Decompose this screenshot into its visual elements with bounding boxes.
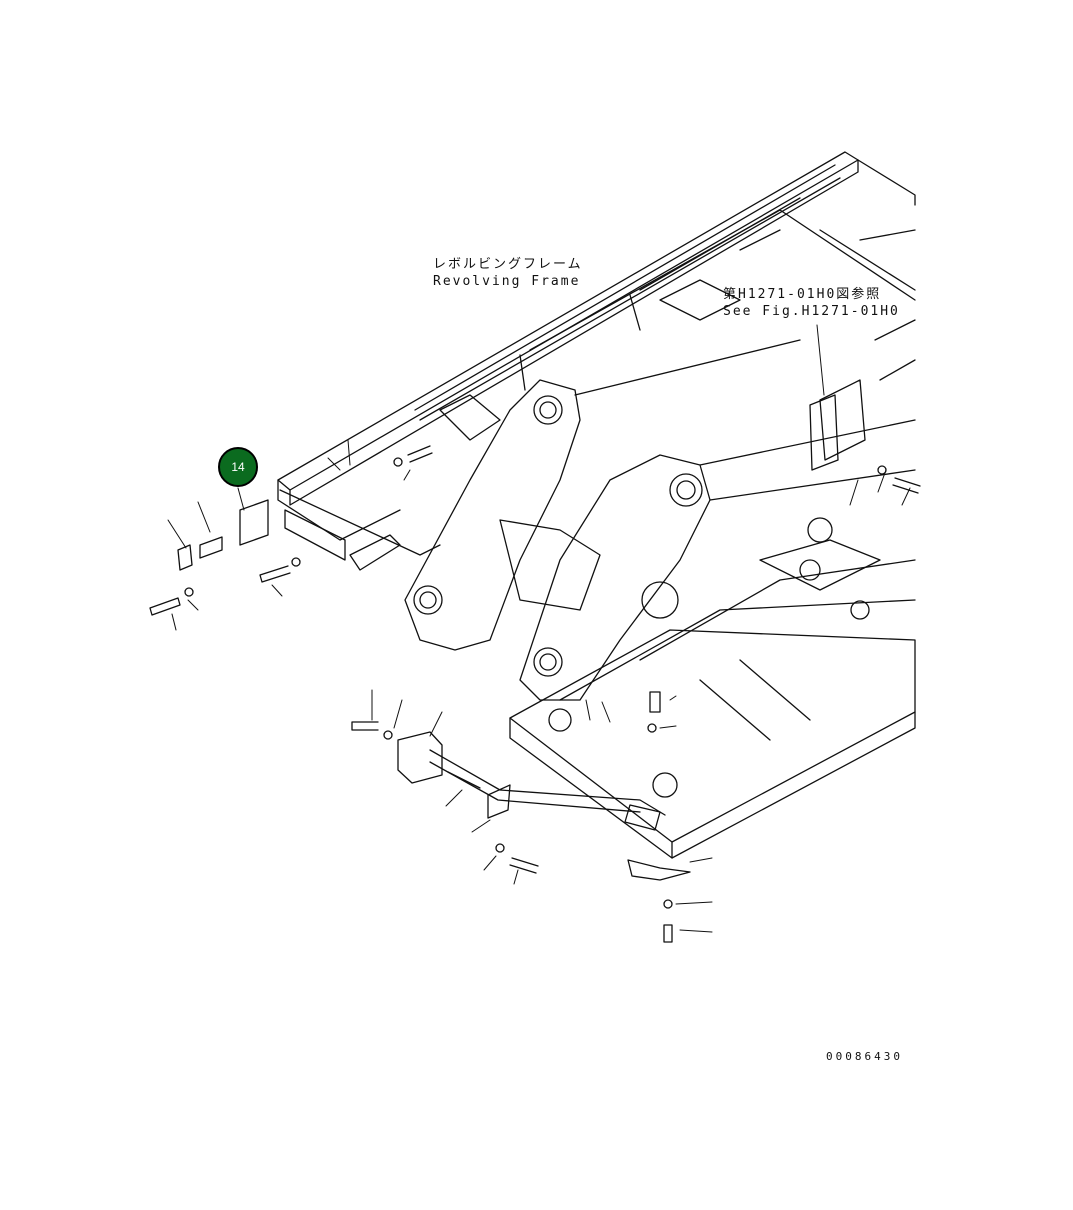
revolving-frame-label-jp: レボルビングフレーム (433, 257, 583, 272)
bolts (149, 445, 921, 943)
part-callout-number: 14 (231, 460, 245, 474)
see-figure-label-en: See Fig.H1271-01H0 (723, 304, 900, 319)
leader-lines (167, 324, 911, 933)
part-callout-14[interactable]: 14 (218, 447, 258, 487)
boom-brackets (404, 339, 916, 701)
revolving-frame-label-en: Revolving Frame (433, 274, 581, 289)
step-assembly (177, 479, 441, 571)
light-bracket (397, 731, 691, 881)
drawing-number: 00086430 (826, 1050, 903, 1063)
frame-outline (277, 151, 916, 506)
see-figure-label-jp: 第H1271-01H0図参照 (723, 287, 882, 302)
frame-deck (509, 559, 916, 859)
frame-interior (439, 229, 916, 798)
